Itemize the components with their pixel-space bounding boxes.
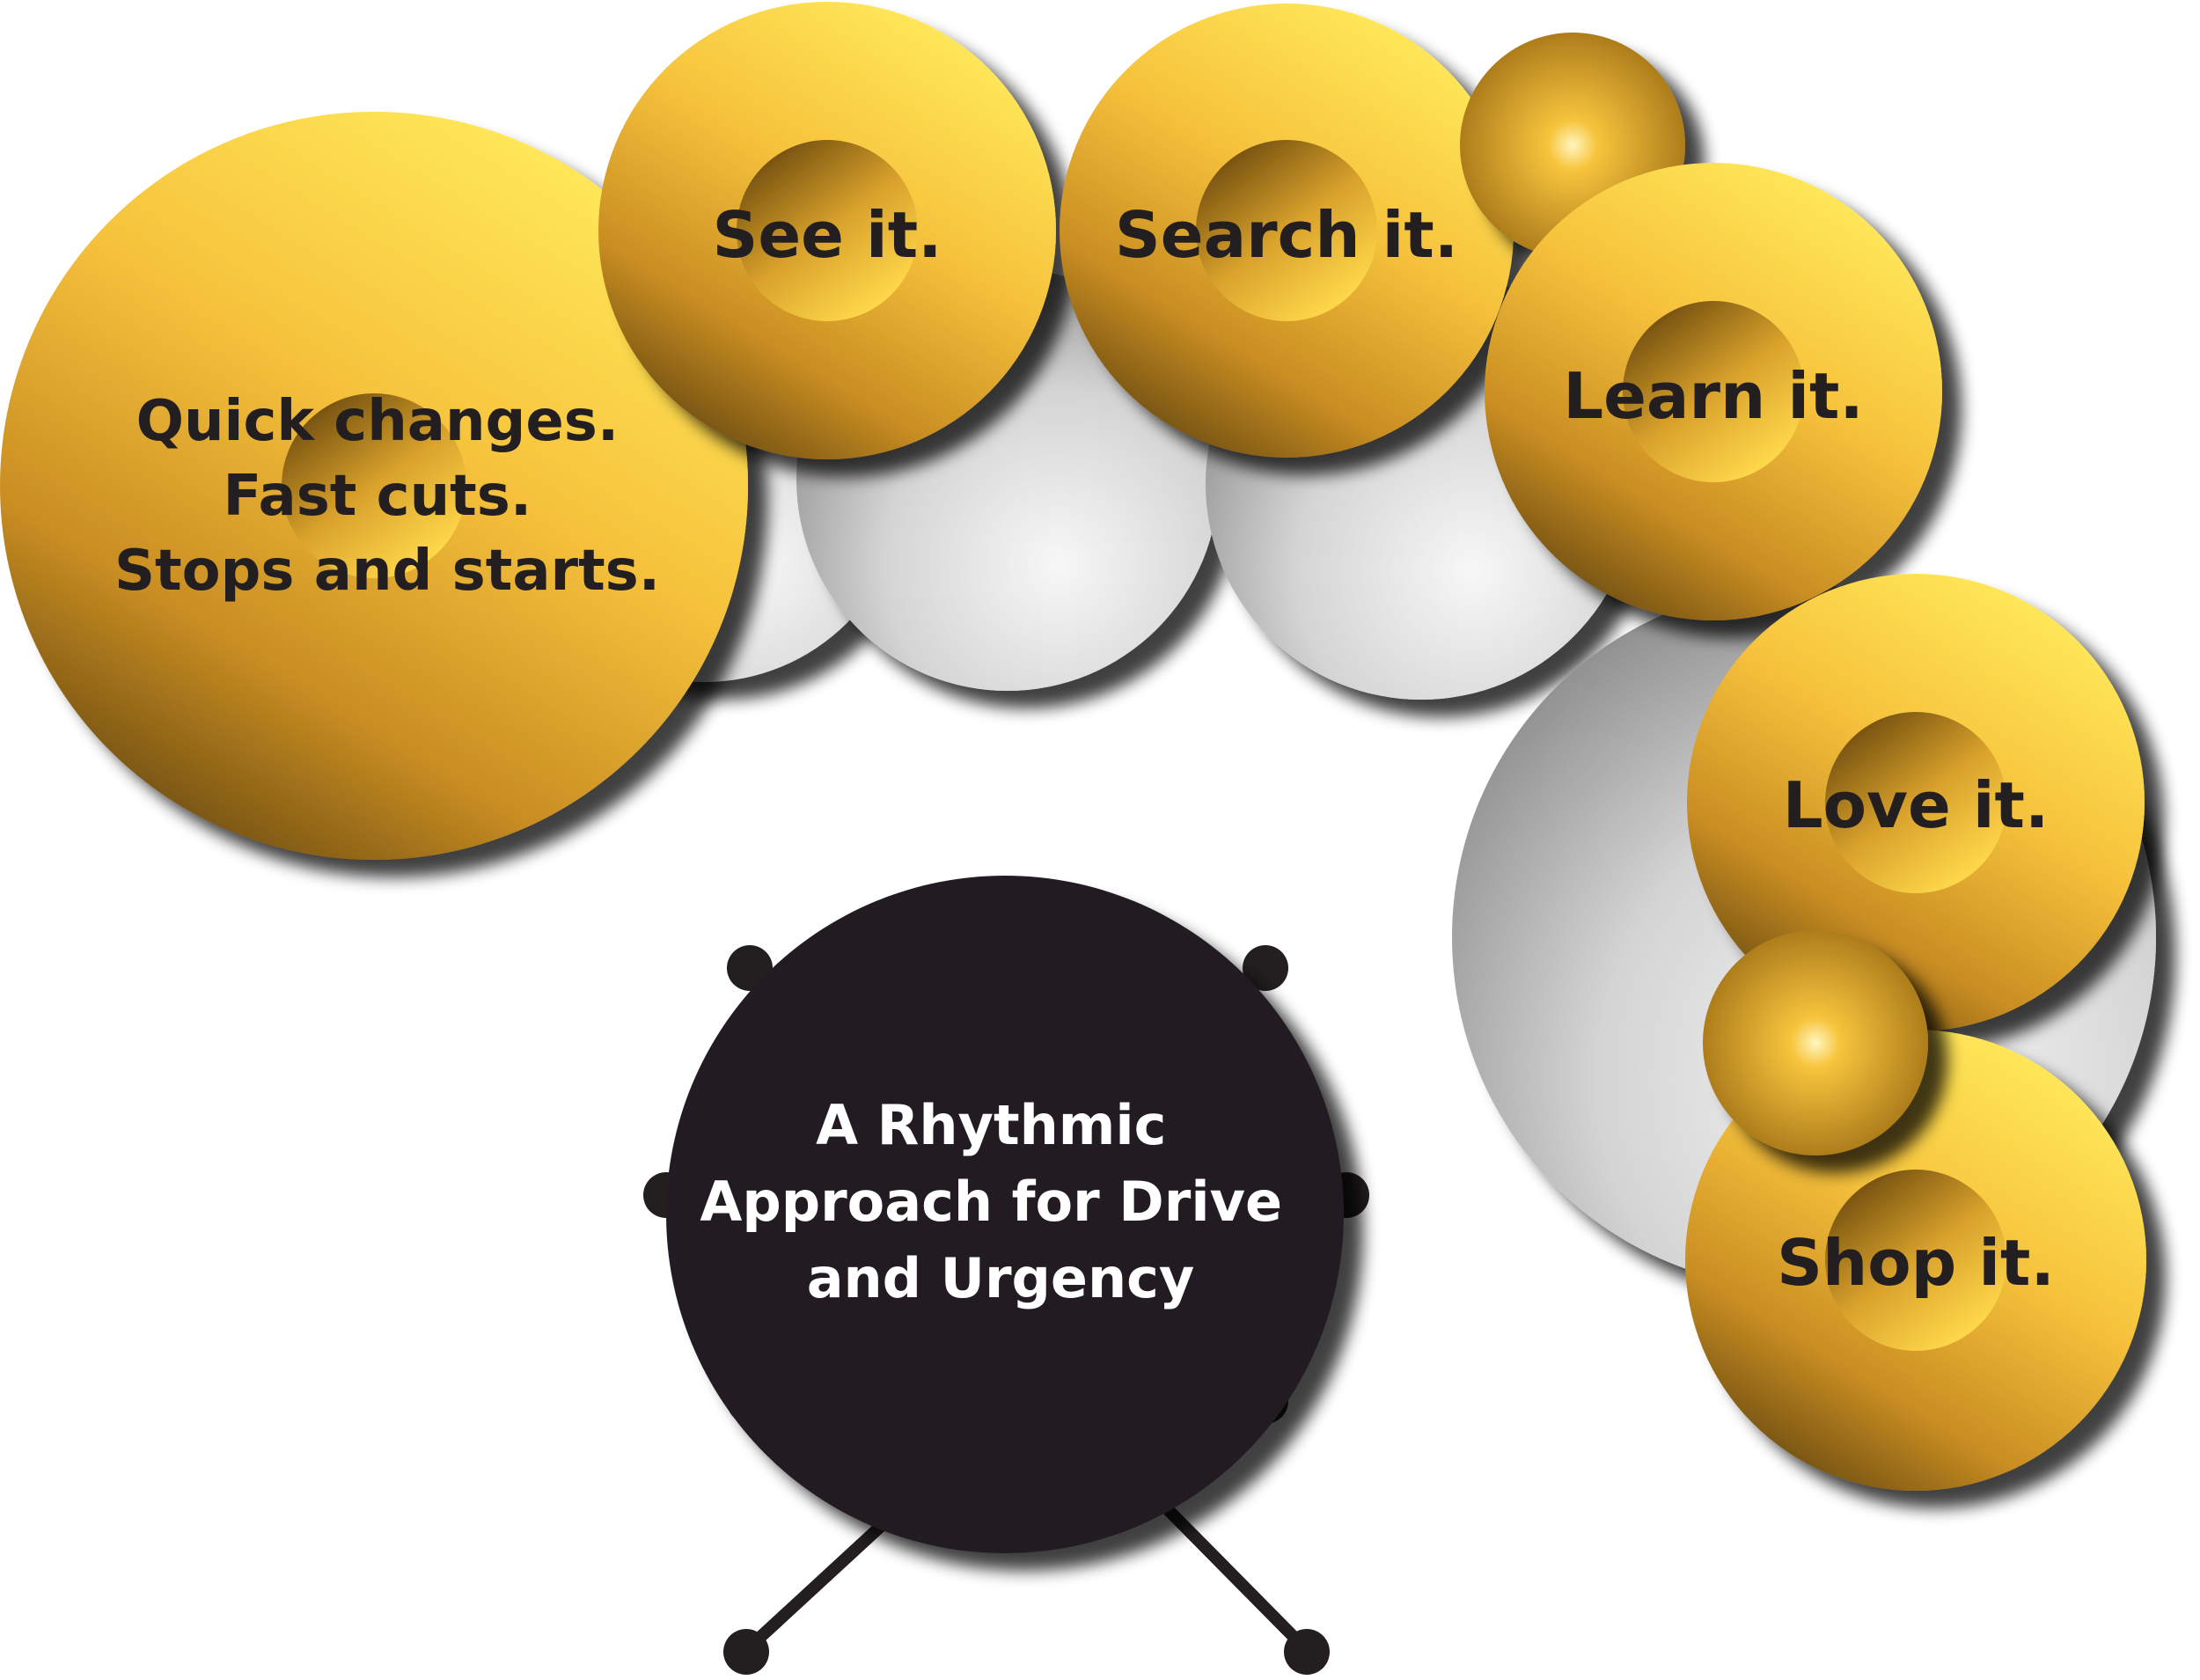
- drumstick-icon: [740, 1488, 1313, 1656]
- step-label-see: See it.: [712, 198, 942, 272]
- stand-foot: [723, 1629, 769, 1675]
- cymbal-icon: [737, 140, 918, 321]
- stand-foot: [1284, 1629, 1330, 1675]
- cymbal-see: [598, 2, 1056, 459]
- drum-title: A Rhythmic Approach for Drive and Urgenc…: [700, 1093, 1301, 1310]
- step-label-love: Love it.: [1783, 768, 2050, 842]
- cymbal-icon: [1196, 140, 1377, 321]
- cymbal-icon: [1825, 712, 2006, 893]
- headline-line: Quick changes.: [136, 389, 620, 454]
- cymbal-icon: [1703, 930, 1928, 1155]
- step-label-learn: Learn it.: [1563, 359, 1864, 433]
- drum-line: and Urgency: [807, 1246, 1195, 1310]
- drum-line: Approach for Drive: [700, 1170, 1282, 1234]
- headline-text: Quick changes. Fast cuts. Stops and star…: [114, 389, 660, 604]
- headline-line: Fast cuts.: [224, 464, 532, 529]
- cymbal-search: [1060, 4, 1514, 458]
- drum-line: A Rhythmic: [816, 1093, 1166, 1157]
- step-label-search: Search it.: [1115, 198, 1458, 272]
- cymbal-learn: [1485, 163, 1942, 620]
- cymbal-love: [1687, 574, 2145, 1031]
- cymbal-icon: [1825, 1170, 2006, 1351]
- step-label-shop: Shop it.: [1777, 1226, 2055, 1300]
- cymbal-headline: [0, 112, 748, 860]
- lug: [1243, 945, 1288, 991]
- bass-drum-icon: [643, 876, 1369, 1553]
- cymbal-icon: [282, 393, 466, 578]
- cymbal-small-bottom: [1703, 930, 1928, 1155]
- headline-line: Stops and starts.: [114, 539, 660, 604]
- cymbal-icon: [1623, 301, 1804, 482]
